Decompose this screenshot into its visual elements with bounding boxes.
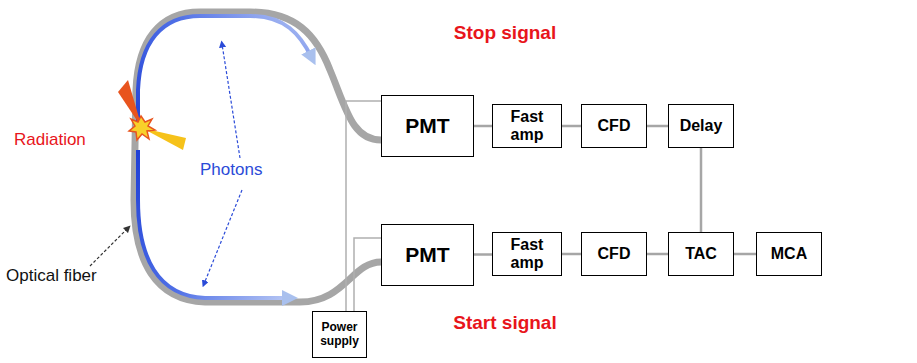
box-text: Fast amp (495, 108, 559, 143)
power-wire (354, 238, 381, 311)
signal-wire (734, 253, 756, 256)
power-wire (346, 101, 381, 311)
box-text: Delay (680, 117, 723, 135)
photon-path (138, 16, 312, 135)
module-box: PMT (381, 95, 474, 157)
signal-label: Start signal (453, 312, 556, 334)
leader-arrow (90, 228, 128, 266)
box-text: Fast amp (495, 236, 559, 271)
module-box: CFD (581, 104, 647, 148)
signal-wire (562, 125, 581, 128)
box-text: PMT (405, 243, 449, 266)
box-text: CFD (598, 117, 631, 135)
box-text: CFD (598, 245, 631, 263)
signal-label: Stop signal (454, 22, 556, 44)
module-box: PMT (381, 224, 474, 286)
leader-arrow (204, 190, 242, 284)
signal-wire (474, 253, 492, 256)
signal-wire (700, 148, 703, 232)
power-supply-box: Power supply (312, 311, 367, 358)
signal-wire (562, 253, 581, 256)
radiation-burst (129, 116, 155, 140)
box-text: PMT (405, 114, 449, 137)
box-text: Power supply (315, 321, 364, 347)
signal-wire (474, 125, 492, 128)
radiation-label: Radiation (14, 130, 86, 150)
module-box: Fast amp (492, 232, 562, 276)
module-box: Delay (668, 104, 734, 148)
photons-label: Photons (200, 160, 262, 180)
leader-arrow (222, 44, 240, 158)
fiber-label: Optical fiber (6, 266, 97, 286)
box-text: TAC (685, 245, 717, 263)
signal-wire (647, 253, 668, 256)
module-box: TAC (668, 232, 734, 276)
optical-fiber (134, 12, 381, 302)
module-box: Fast amp (492, 104, 562, 148)
module-box: CFD (581, 232, 647, 276)
box-text: MCA (771, 245, 807, 263)
signal-wire (647, 125, 668, 128)
module-box: MCA (756, 232, 822, 276)
photon-path (138, 150, 290, 298)
